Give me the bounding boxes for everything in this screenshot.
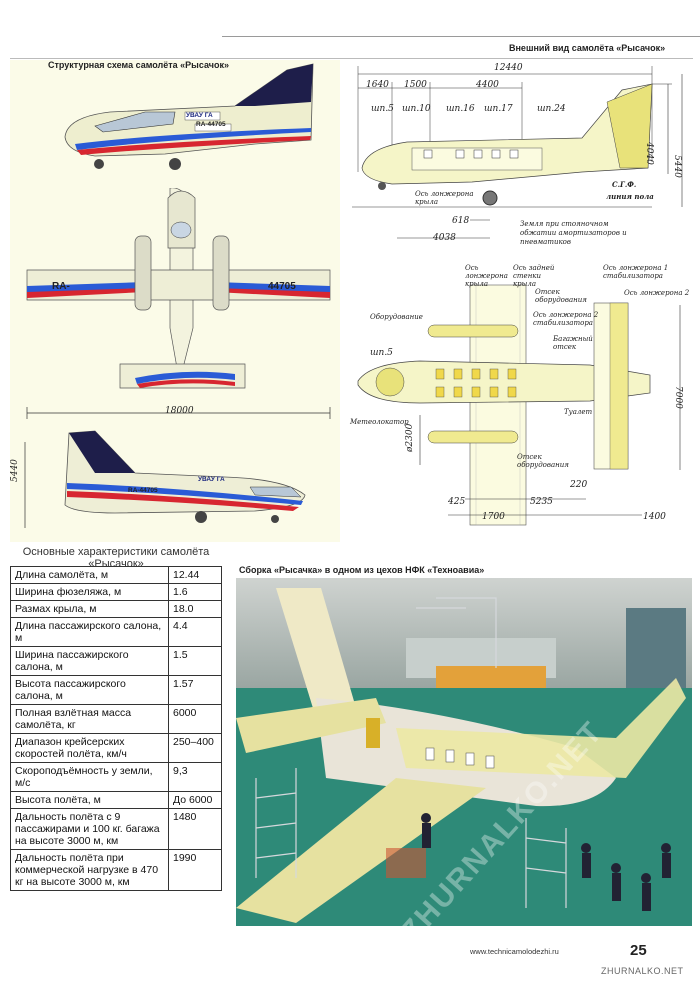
dim-2300: ø2300 [405, 423, 415, 452]
spec-row: Дальность полёта при коммерческой нагруз… [10, 849, 222, 891]
header-rule [222, 36, 700, 37]
spec-value: 4.4 [168, 617, 222, 647]
dim-1500: 1500 [404, 80, 427, 90]
stab-spar2b-label: Ось лонжерона 2 [624, 289, 690, 297]
dim-220: 220 [570, 480, 588, 490]
spec-key: Размах крыла, м [10, 600, 169, 618]
equip-bay-top-label: Отсек оборудования [535, 288, 587, 304]
spec-key: Высота полёта, м [10, 791, 169, 809]
dim-1400: 1400 [643, 512, 666, 522]
spec-row: Диапазон крейсерских скоростей полёта, к… [10, 733, 222, 763]
frame-24: шп.24 [537, 104, 566, 114]
spec-value: 6000 [168, 704, 222, 734]
section-rule [10, 58, 693, 59]
left-caption: Структурная схема самолёта «Рысачок» [48, 60, 229, 70]
registration-top: RA-44705 [196, 121, 226, 128]
spec-key: Диапазон крейсерских скоростей полёта, к… [10, 733, 169, 763]
fuselage-text-bottom: УВАУ ГА [198, 476, 225, 483]
dim-5235: 5235 [530, 497, 553, 507]
technical-plan-drawing [357, 284, 681, 526]
spec-value: 1.57 [168, 675, 222, 705]
dim-7000: 7000 [673, 386, 683, 409]
spec-key: Длина пассажирского салона, м [10, 617, 169, 647]
side-profile-drawing [64, 63, 314, 170]
dim-4038: 4038 [433, 233, 456, 243]
registration-bottom: RA-44705 [128, 487, 158, 494]
dim-12440: 12440 [494, 63, 523, 73]
spec-value: 12.44 [168, 566, 222, 584]
spec-value: 1.6 [168, 583, 222, 601]
spec-value: 1990 [168, 849, 222, 891]
photo-caption: Сборка «Рысачка» в одном из цехов НФК «Т… [239, 565, 485, 575]
spec-key: Длина самолёта, м [10, 566, 169, 584]
dim-4040: 4040 [644, 142, 654, 165]
spec-value: 9,3 [168, 762, 222, 792]
rear-wall-label: Ось задней стенки крыла [513, 264, 555, 288]
equip-bay-bottom-label: Отсек оборудования [517, 453, 569, 469]
spec-key: Полная взлётная масса самолёта, кг [10, 704, 169, 734]
assembly-photo [236, 578, 692, 926]
right-caption: Внешний вид самолёта «Рысачок» [509, 43, 666, 53]
spec-key: Ширина фюзеляжа, м [10, 583, 169, 601]
stab-spar2a-label: Ось лонжерона 2 стабилизатора [533, 311, 599, 327]
floor-code: С.Г.Ф. [612, 180, 637, 189]
stab-spar1-label: Ось лонжерона 1 стабилизатора [603, 264, 669, 280]
dim-4400: 4400 [476, 80, 499, 90]
radar-label: Метеолокатор [350, 418, 409, 426]
footer-url[interactable]: www.technicamolodezhi.ru [470, 947, 559, 956]
spec-key: Скороподъёмность у земли, м/с [10, 762, 169, 792]
span-dimension-line [26, 407, 331, 419]
technical-side-drawing [352, 66, 683, 239]
toilet-label: Туалет [564, 408, 593, 416]
side-view-drawing [64, 430, 306, 523]
spec-value: 250–400 [168, 733, 222, 763]
frame-10: шп.10 [402, 104, 431, 114]
dim-5440: 5440 [672, 155, 682, 178]
spec-key: Высота пассажирского салона, м [10, 675, 169, 705]
floor-line: линия пола [606, 192, 654, 201]
ground-note: Земля при стояночном обжатии амортизатор… [520, 220, 627, 246]
baggage-label: Багажный отсек [553, 335, 593, 351]
wing-axis-label: Ось лонжерона крыла [415, 190, 474, 206]
fuselage-text-top: УВАУ ГА [186, 112, 213, 119]
wing-spar-label: Ось лонжерона крыла [465, 264, 508, 288]
spec-value: 1.5 [168, 646, 222, 676]
spec-value: До 6000 [168, 791, 222, 809]
spec-row: Дальность полёта с 9 пассажирами и 100 к… [10, 808, 222, 850]
wing-reg-left: RA- [52, 281, 70, 292]
height-value-left: 5440 [10, 459, 20, 482]
wing-reg-right: 44705 [268, 281, 296, 292]
watermark: ZHURNALKO.NET [601, 966, 684, 976]
span-value: 18000 [165, 406, 194, 416]
frame5-plan: шп.5 [370, 348, 393, 358]
dim-425: 425 [448, 497, 466, 507]
dim-618: 618 [452, 216, 470, 226]
frame-5: шп.5 [371, 104, 394, 114]
spec-value: 18.0 [168, 600, 222, 618]
frame-17: шп.17 [484, 104, 513, 114]
page-number: 25 [630, 942, 647, 959]
spec-key: Дальность полёта при коммерческой нагруз… [10, 849, 169, 891]
height-dimension-line [24, 442, 26, 528]
plan-view-drawing [26, 188, 331, 389]
spec-key: Дальность полёта с 9 пассажирами и 100 к… [10, 808, 169, 850]
equipment-label: Оборудование [370, 313, 423, 321]
spec-key: Ширина пассажирского салона, м [10, 646, 169, 676]
frame-16: шп.16 [446, 104, 475, 114]
assembly-photo-illustration [236, 578, 692, 926]
dim-1640: 1640 [366, 80, 389, 90]
dim-1700: 1700 [482, 512, 505, 522]
spec-value: 1480 [168, 808, 222, 850]
